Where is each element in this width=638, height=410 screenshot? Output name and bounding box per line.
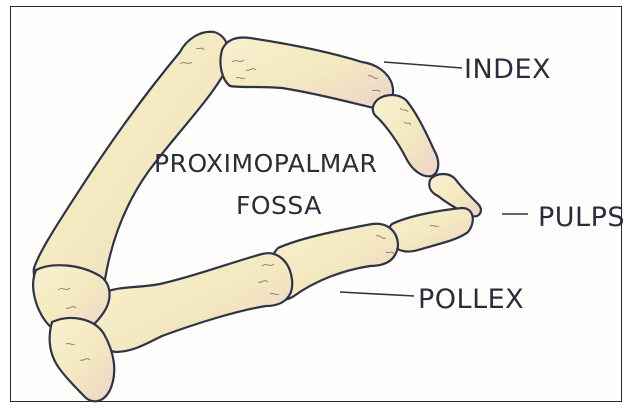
pulps-label: PULPS [538, 202, 625, 233]
fossa-label-line2: FOSSA [236, 191, 322, 220]
pollex-leader-line [340, 292, 414, 296]
thumb-distal-phalanx-bone [389, 208, 473, 252]
thumb-metacarpal-bone [94, 253, 293, 352]
index-middle-phalanx-bone [373, 95, 438, 176]
index-leader-line [384, 62, 462, 68]
index-proximal-phalanx-bone [220, 38, 393, 109]
index-label: INDEX [464, 54, 551, 85]
pollex-label: POLLEX [418, 284, 524, 315]
fossa-label-line1: PROXIMOPALMAR [154, 149, 377, 178]
